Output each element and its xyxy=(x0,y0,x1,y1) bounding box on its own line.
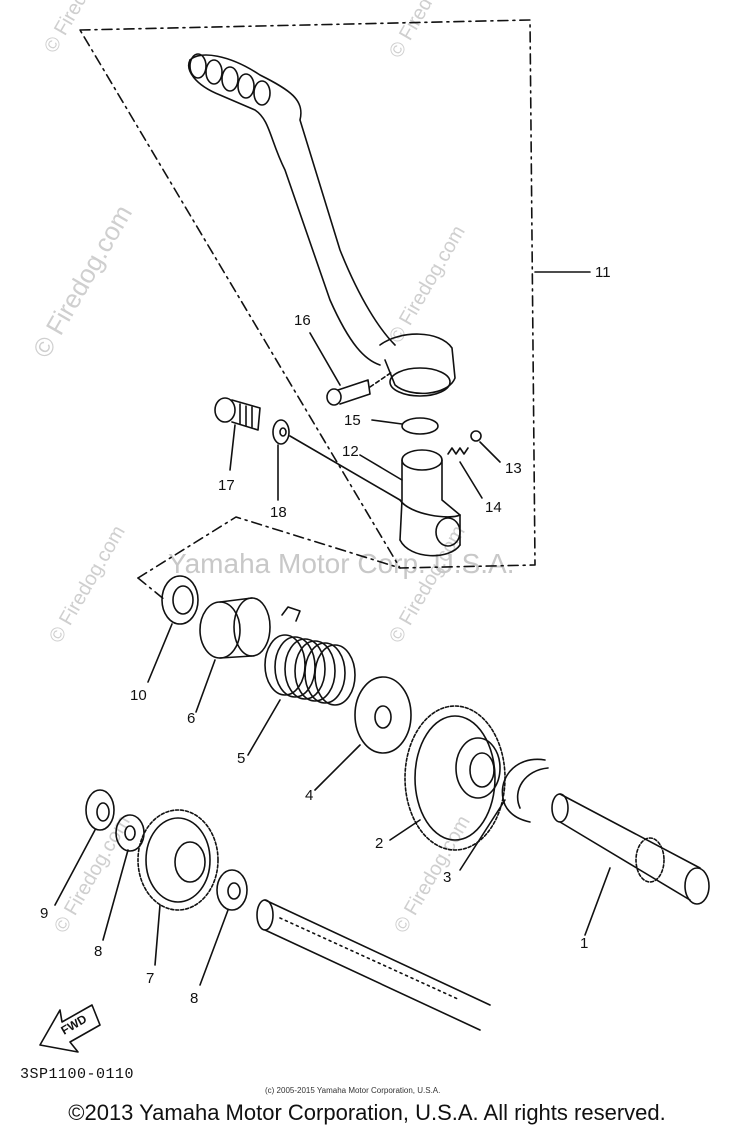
callout-16: 16 xyxy=(294,312,311,329)
callout-2: 2 xyxy=(375,835,383,852)
kick-shaft-1 xyxy=(551,793,710,905)
callout-1: 1 xyxy=(580,935,588,952)
kick-gear-2 xyxy=(404,705,506,851)
callout-15: 15 xyxy=(344,412,361,429)
callout-8b: 8 xyxy=(190,990,198,1007)
spring-cover-6 xyxy=(199,597,271,659)
idler-gear-7 xyxy=(137,809,219,911)
o-ring-15 xyxy=(401,417,439,435)
callout-8a: 8 xyxy=(94,943,102,960)
kick-crank-lever xyxy=(188,53,456,397)
bolt-17 xyxy=(214,397,261,431)
callout-11: 11 xyxy=(595,264,611,281)
callout-13: 13 xyxy=(505,460,522,477)
watermark-yamaha: Yamaha Motor Corp. U.S.A. xyxy=(168,548,515,579)
callout-3: 3 xyxy=(443,869,451,886)
small-copyright: (c) 2005-2015 Yamaha Motor Corporation, … xyxy=(265,1086,441,1095)
callout-9: 9 xyxy=(40,905,48,922)
leader-12 xyxy=(359,454,403,481)
callout-5: 5 xyxy=(237,750,245,767)
leader-6 xyxy=(195,659,216,713)
leader-9 xyxy=(54,829,96,906)
leader-3 xyxy=(459,799,506,871)
circlip-3 xyxy=(501,758,549,823)
part-code: 3SP1100-0110 xyxy=(20,1066,135,1083)
bolt-16 xyxy=(326,371,393,406)
circlip-9 xyxy=(85,789,115,831)
callout-4: 4 xyxy=(305,787,313,804)
ball-13 xyxy=(470,430,482,442)
callout-14: 14 xyxy=(485,499,502,516)
callout-17: 17 xyxy=(218,477,235,494)
callout-18: 18 xyxy=(270,504,287,521)
leader-14 xyxy=(459,461,483,499)
leader-7 xyxy=(154,904,161,966)
oil-seal-10 xyxy=(161,575,199,625)
leader-17 xyxy=(229,424,236,471)
lower-dashed-line xyxy=(137,516,401,579)
washer-8b xyxy=(216,869,248,911)
fwd-arrow xyxy=(39,1004,101,1053)
leader-15 xyxy=(371,419,403,425)
leader-2 xyxy=(389,819,421,841)
leader-10 xyxy=(147,623,173,683)
leader-16 xyxy=(309,332,341,386)
washer-18 xyxy=(272,419,290,445)
copyright: ©2013 Yamaha Motor Corporation, U.S.A. A… xyxy=(68,1100,666,1125)
callout-10: 10 xyxy=(130,687,147,704)
callout-6: 6 xyxy=(187,710,195,727)
leader-8b xyxy=(199,909,229,986)
assembly-boundary xyxy=(79,19,536,569)
leader-5 xyxy=(247,699,281,756)
washer-4 xyxy=(354,676,412,754)
callout-7: 7 xyxy=(146,970,154,987)
leader-1 xyxy=(584,867,611,936)
callout-12: 12 xyxy=(342,443,359,460)
shaft xyxy=(256,899,491,1031)
torsion-spring-5 xyxy=(264,606,356,706)
spring-14 xyxy=(447,447,469,455)
leader-4 xyxy=(314,744,361,791)
leader-8a xyxy=(102,849,129,941)
leader-13 xyxy=(479,441,501,463)
kick-boss-12 xyxy=(399,449,461,557)
